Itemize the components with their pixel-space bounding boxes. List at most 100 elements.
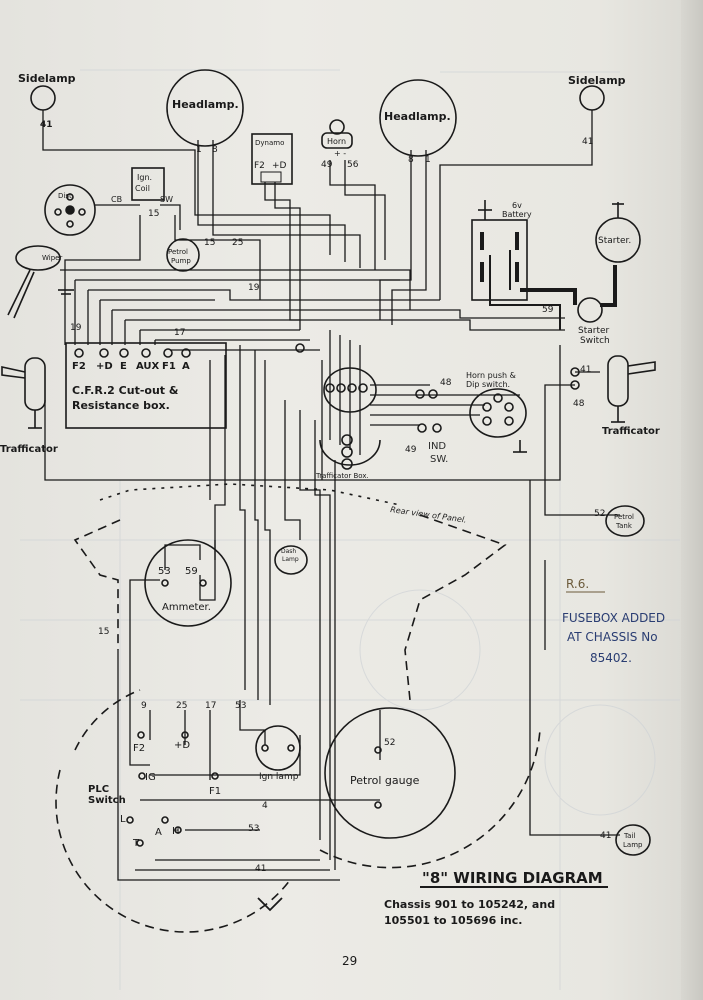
starter-switch-label-2: Switch [580,336,610,346]
dynamo-icon [251,133,293,185]
trafficator-right-icon [607,355,629,407]
horn-icon [321,132,353,149]
wiper-label: Wiper [42,254,62,262]
ign-coil-label-1: Ign. [137,173,152,182]
dash-lamp-label-1: Dash [281,548,296,555]
petrol-pump-icon [166,238,200,272]
wire-num: 4 [262,801,268,811]
annotation-code: R.6. [566,577,589,591]
plc-term-ig: IG [145,772,156,783]
cfr-term-aux: AUX [136,361,160,372]
annotation-line-2: AT CHASSIS No [567,630,658,644]
sidelamp-right-label: Sidelamp [568,74,626,87]
cfr-box-icon [65,342,227,429]
sw-label: SW [160,195,173,204]
wire-num: 41 [580,365,591,375]
handwritten-annotation: R.6. FUSEBOX ADDED AT CHASSIS No 85402. [562,577,665,665]
petrol-gauge-icon [324,707,456,839]
tail-lamp-icon [615,824,651,856]
horn-push-icon [469,388,527,438]
cfr-box-label-1: C.F.R.2 Cut-out & [72,384,179,397]
wire-num: 52 [594,509,605,519]
dynamo-f2-label: F2 [254,161,265,171]
headlamp-right-icon [379,79,457,157]
plc-term-f1: F1 [209,786,221,797]
wire-num: 25 [176,701,187,711]
petrol-tank-icon [605,505,645,537]
plc-term-a: A [155,827,162,838]
cfr-term-f1: F1 [162,361,176,372]
starter-switch-icon [577,297,603,323]
sidelamp-left-icon [30,85,56,111]
sidelamp-right-icon [579,85,605,111]
wire-num: 53 [235,701,246,711]
wire-num: 48 [573,399,585,409]
dynamo-d-label: +D [272,161,287,171]
wire-num: 8 [408,155,414,165]
wire-num: 1 [196,145,202,155]
cfr-term-f2: F2 [72,361,86,372]
ign-lamp-icon [255,725,301,771]
horn-label: Horn [327,137,346,146]
plc-term-h: H [172,826,180,837]
horn-terminals: + - [334,149,346,158]
wire-num: 59 [542,305,554,315]
wire-num: 17 [174,328,185,338]
distributor-icon [44,184,96,236]
petrol-tank-label-1: Petrol [614,513,634,521]
tail-lamp-label-1: Tail [623,832,635,840]
title-block: "8" WIRING DIAGRAM Chassis 901 to 105242… [384,869,603,927]
headlamp-right-label: Headlamp. [384,110,451,123]
plc-term-f2: F2 [133,743,145,754]
ind-sw-label-2: SW. [430,454,448,465]
wire-num: 49 [321,160,333,170]
ign-lamp-label: Ign lamp [259,772,299,782]
wire-num: 15 [148,209,159,219]
page-number: 29 [342,954,357,968]
starter-label: Starter. [598,236,631,246]
wire-num: 9 [141,701,147,711]
wire-num: 41 [582,137,593,147]
wire-num: 52 [384,738,395,748]
battery-label-1: 6v [512,201,522,210]
ammeter-term-53: 53 [158,566,171,577]
battery-icon [471,219,528,301]
ammeter-term-59: 59 [185,566,198,577]
ign-coil-icon [131,167,165,201]
ign-coil-label-2: Coil [135,184,150,193]
wire-num: 53 [248,824,259,834]
plc-switch-label-1: PLC [88,784,109,795]
wiper-icon [15,245,61,271]
starter-switch-label-1: Starter [578,326,610,336]
wire-num: 41 [255,864,266,874]
trafficator-right-label: Trafficator [602,426,660,437]
wire-num: 19 [248,283,260,293]
trafficator-box-label: Trafficator Box. [315,472,369,480]
sidelamp-left-label: Sidelamp [18,72,76,85]
petrol-gauge-label: Petrol gauge [350,774,420,787]
wire-num: 41 [40,120,53,130]
petrol-pump-label-1: Petrol [168,248,188,256]
wire-num: 56 [347,160,359,170]
annotation-line-3: 85402. [590,651,632,665]
tail-lamp-label-2: Lamp [623,841,643,849]
ammeter-label: Ammeter. [162,602,211,613]
wire-num: 41 [600,831,611,841]
show-through-lines [20,69,680,990]
panel-outline [55,483,541,933]
wire-num: 49 [405,445,417,455]
petrol-pump-label-2: Pump [171,257,191,265]
cb-label: CB [111,195,122,204]
components [1,69,656,912]
dash-lamp-label-2: Lamp [282,556,299,563]
annotation-line-1: FUSEBOX ADDED [562,611,665,625]
wire-num: 17 [205,701,216,711]
trafficator-left-label: Trafficator [0,444,58,455]
plc-term-t: T [132,838,140,849]
horn-push-label-1: Horn push & [466,371,516,380]
wire-num: 19 [70,323,82,333]
dynamo-label: Dynamo [255,139,284,147]
trafficator-box-icon [323,367,377,413]
plc-switch-label-2: Switch [88,795,126,806]
